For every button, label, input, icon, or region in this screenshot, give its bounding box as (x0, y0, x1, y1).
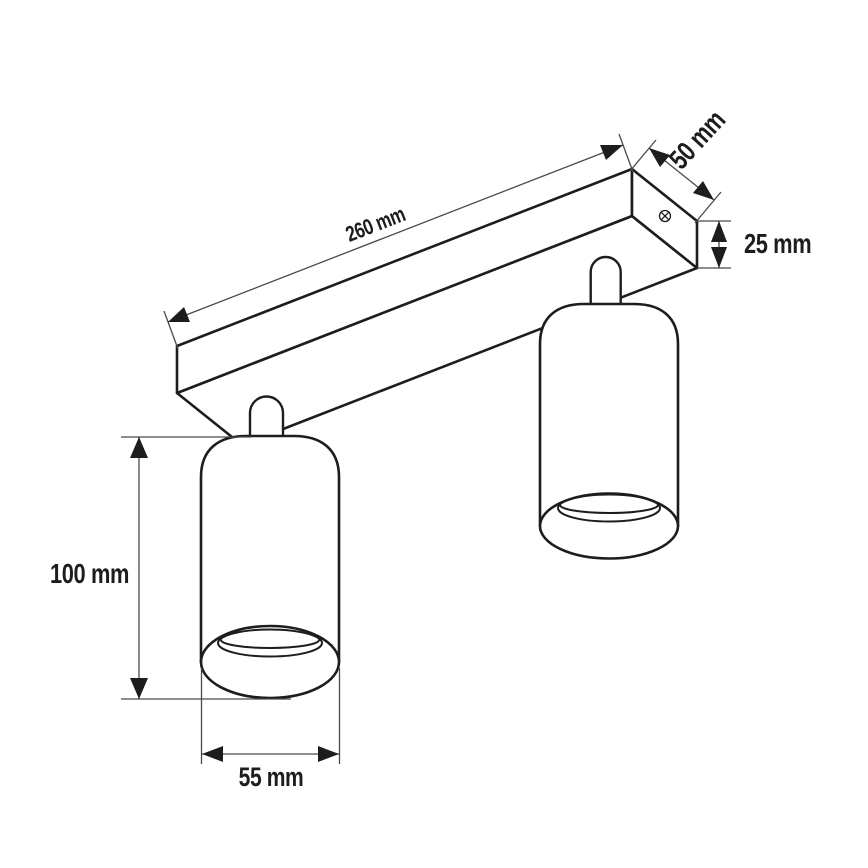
dimension-label-bar-height: 25 mm (744, 228, 811, 259)
arrowhead (693, 181, 714, 200)
dimension-label-spot-height: 100 mm (50, 558, 129, 589)
spotlight-front-stem (248, 395, 285, 446)
arrowhead (600, 145, 623, 160)
mounting-bar (175, 167, 699, 447)
spotlight-front (199, 395, 341, 700)
arrowhead (711, 221, 727, 242)
spotlight-back-body (538, 302, 680, 528)
arrowhead (649, 148, 670, 167)
phillips-screw-icon (658, 209, 672, 223)
dimension-label-spot-diameter: 55 mm (239, 763, 304, 793)
spotlight-front-lens-arc (220, 639, 320, 649)
dimension-bar-height: 25 mm (697, 220, 812, 269)
dimension-label-bar-depth: 50 mm (663, 105, 731, 176)
dimension-spot-height: 100 mm (50, 436, 291, 700)
arrowhead (711, 247, 727, 268)
arrowhead (202, 746, 223, 762)
arrowhead (168, 307, 190, 322)
spotlight-front-body (199, 434, 341, 664)
arrowhead (130, 678, 148, 699)
arrowhead (130, 437, 148, 458)
dimension-spot-diameter: 55 mm (200, 668, 341, 793)
spotlight-front-rim (199, 624, 341, 700)
spotlight-back-stem (589, 255, 622, 314)
spotlight-back-lens-arc (559, 504, 659, 514)
arrowhead (318, 746, 339, 762)
spotlight-back-lens-ring (557, 493, 661, 523)
spotlight-back (538, 255, 680, 560)
spotlight-front-lens-ring (217, 628, 323, 658)
